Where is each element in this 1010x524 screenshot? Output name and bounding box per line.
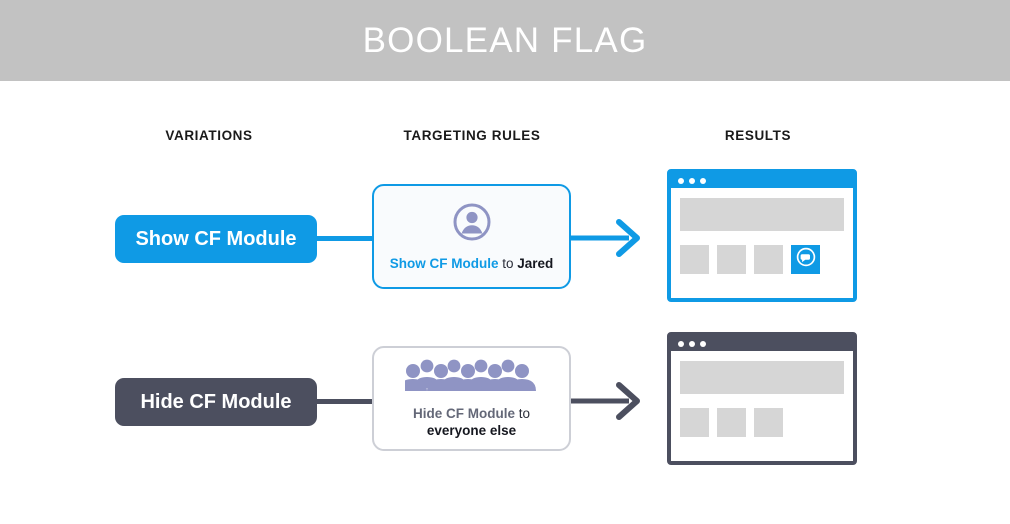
content-tile-placeholder: [680, 245, 709, 274]
content-tile-placeholder: [717, 408, 746, 437]
targeting-rule-audience: everyone else: [426, 423, 517, 438]
window-dot-icon: [678, 340, 684, 347]
result-browser-window-without-cf-module[interactable]: [667, 332, 857, 465]
column-headers: VARIATIONS TARGETING RULES RESULTS: [0, 128, 1010, 148]
browser-content: [671, 351, 853, 461]
single-user-avatar-icon: [452, 202, 492, 247]
page-banner: BOOLEAN FLAG: [0, 0, 1010, 81]
column-header-targeting-rules: TARGETING RULES: [403, 128, 541, 143]
browser-titlebar: [671, 173, 853, 188]
content-tile-placeholder: [754, 408, 783, 437]
variation-pill-label: Show CF Module: [135, 227, 297, 250]
window-dot-icon: [700, 177, 706, 184]
flow-arrow: [571, 380, 649, 422]
tile-row: [680, 245, 844, 274]
column-header-variations: VARIATIONS: [165, 128, 253, 143]
tile-row: [680, 408, 844, 437]
page-title: BOOLEAN FLAG: [362, 20, 648, 60]
column-header-results: RESULTS: [724, 128, 792, 143]
cf-module-tile[interactable]: [791, 245, 820, 274]
targeting-rule-audience: Jared: [517, 255, 554, 271]
hero-placeholder-block: [680, 361, 844, 394]
variation-pill-show-cf-module[interactable]: Show CF Module: [115, 215, 317, 263]
chat-bubble-icon: [795, 246, 817, 273]
window-dot-icon: [689, 177, 695, 184]
targeting-rule-text: Hide CF Module to everyone else: [413, 405, 530, 439]
content-tile-placeholder: [680, 408, 709, 437]
window-dot-icon: [689, 340, 695, 347]
browser-content: [671, 188, 853, 298]
targeting-rule-connector-word: to: [514, 406, 530, 421]
flag-rule-row: Hide CF Module: [0, 318, 1010, 478]
window-dot-icon: [700, 340, 706, 347]
targeting-rule-variation-name: Hide CF Module: [412, 406, 515, 421]
targeting-rule-connector-word: to: [498, 255, 518, 271]
window-dot-icon: [678, 177, 684, 184]
content-tile-placeholder: [717, 245, 746, 274]
content-tile-placeholder: [754, 245, 783, 274]
crowd-of-people-icon: [398, 358, 539, 397]
browser-titlebar: [671, 336, 853, 351]
targeting-rule-text: Show CF Module to Jared: [390, 255, 554, 272]
hero-placeholder-block: [680, 198, 844, 231]
connector-line: [313, 236, 375, 241]
connector-line: [313, 399, 375, 404]
targeting-rule-card-everyone-else[interactable]: Hide CF Module to everyone else: [372, 346, 571, 451]
result-browser-window-with-cf-module[interactable]: [667, 169, 857, 302]
targeting-rule-variation-name: Show CF Module: [389, 255, 499, 271]
flow-arrow: [571, 217, 649, 259]
variation-pill-hide-cf-module[interactable]: Hide CF Module: [115, 378, 317, 426]
flag-rule-row: Show CF Module Show CF Module to Jared: [0, 155, 1010, 315]
targeting-rule-card-jared[interactable]: Show CF Module to Jared: [372, 184, 571, 289]
variation-pill-label: Hide CF Module: [140, 390, 292, 413]
